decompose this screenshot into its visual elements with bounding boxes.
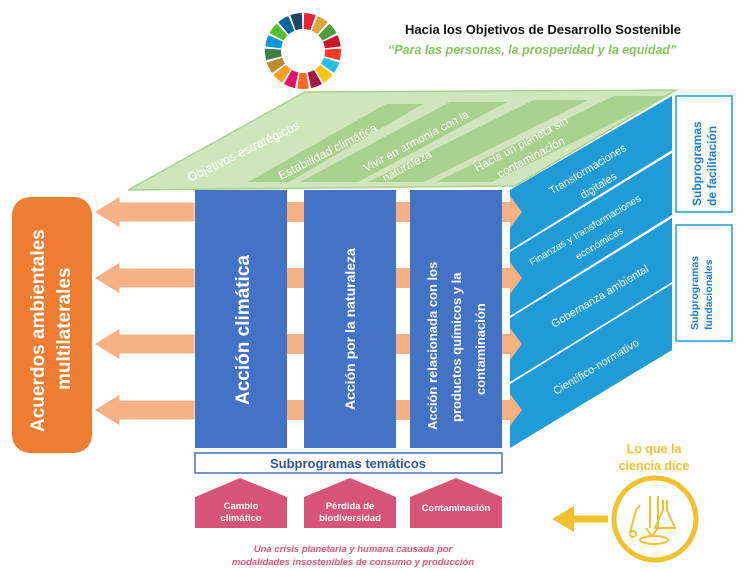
sdg-wheel-icon <box>265 13 341 90</box>
column-label-chem-2: productos químicos y la <box>449 272 464 422</box>
foundational-box-line1: Subprogramas <box>689 256 701 330</box>
arrow-bands <box>93 195 522 427</box>
thematic-subprograms-label: Subprogramas temáticos <box>194 452 503 474</box>
column-label-nature: Acción por la naturaleza <box>342 248 358 410</box>
agreement-arrow <box>93 393 196 427</box>
multilateral-agreements-box: Acuerdos ambientales multilaterales <box>12 197 92 453</box>
sdg-wheel-segment <box>320 57 340 73</box>
band-connector <box>287 268 304 288</box>
sdg-wheel-segment <box>265 35 284 49</box>
footer-line1: Una crisis planetaria y humana causada p… <box>253 544 453 555</box>
sdg-wheel-segment <box>318 23 337 41</box>
agreement-arrow <box>93 261 196 295</box>
foundational-subprograms-box: Subprogramas fundacionales <box>675 224 733 342</box>
sdg-wheel-segment <box>324 48 341 61</box>
sdg-wheel-segment <box>307 70 323 89</box>
lab-icon <box>629 496 677 545</box>
science-line1: Lo que la <box>627 442 683 456</box>
crisis-2-line1: Pérdida de <box>326 501 375 512</box>
agreement-arrow <box>93 327 196 361</box>
enabling-box-line1: Subprogramas <box>690 121 704 206</box>
band-connector <box>396 334 410 354</box>
band-connector <box>396 268 410 288</box>
crisis-1-line2: climático <box>220 513 261 524</box>
sdg-wheel-segment <box>303 13 316 31</box>
thematic-columns: Acción climática Acción por la naturalez… <box>195 190 502 448</box>
crisis-2-line2: biodiversidad <box>319 513 381 524</box>
crisis-shapes: Cambio climático Pérdida de biodiversida… <box>195 478 502 528</box>
band-arrowhead <box>502 262 522 294</box>
sdg-wheel-segment <box>311 15 328 35</box>
enabling-box-line2: de facilitación <box>705 126 719 206</box>
band-connector <box>287 202 304 222</box>
crisis-1-line1: Cambio <box>224 501 259 512</box>
science-arrow-head <box>552 506 574 532</box>
thematic-subprograms-text: Subprogramas temáticos <box>270 456 426 471</box>
foundational-box-line2: fundacionales <box>703 259 715 330</box>
strategic-objectives-roof: Objetivos estratégicos Estabilidad climá… <box>127 89 679 191</box>
sdg-wheel-segment <box>265 48 282 61</box>
page-title: Hacia los Objetivos de Desarrollo Sosten… <box>405 22 681 37</box>
sdg-wheel-segment <box>269 23 288 41</box>
crisis-3-line1: Contaminación <box>422 503 491 514</box>
science-says: Lo que la ciencia dice <box>552 442 699 563</box>
agreement-arrow <box>93 195 196 229</box>
left-box-line2: multilaterales <box>54 268 75 391</box>
band-arrowhead <box>502 196 522 228</box>
band-connector <box>396 202 410 222</box>
band-connector <box>396 400 410 420</box>
side-strips: Transformaciones digitales Finanzas y tr… <box>510 96 672 448</box>
sdg-wheel-segment <box>322 35 341 49</box>
band-arrowhead <box>502 394 522 426</box>
column-label-climate: Acción climática <box>233 255 254 405</box>
band-connector <box>287 334 304 354</box>
footer-line2: modalidades insostenibles de consumo y p… <box>231 557 475 568</box>
sdg-wheel-segment <box>315 64 333 83</box>
band-arrowhead <box>502 328 522 360</box>
left-box-line1: Acuerdos ambientales <box>28 229 49 432</box>
sdg-wheel-segment <box>278 15 295 35</box>
enabling-subprograms-box: Subprogramas de facilitación <box>675 95 733 213</box>
sdg-wheel-segment <box>273 64 291 83</box>
page-subtitle: “Para las personas, la prosperidad y la … <box>388 43 677 57</box>
column-label-chem-3: contaminación <box>473 303 488 395</box>
sdg-wheel-segment <box>283 70 299 89</box>
sdg-wheel-segment <box>290 13 303 31</box>
sdg-wheel-segment <box>266 57 286 73</box>
sdg-wheel-segment <box>297 72 309 90</box>
column-label-chem-1: Acción relacionada con los <box>425 262 440 430</box>
science-line2: ciencia dice <box>619 459 690 473</box>
band-connector <box>287 400 304 420</box>
